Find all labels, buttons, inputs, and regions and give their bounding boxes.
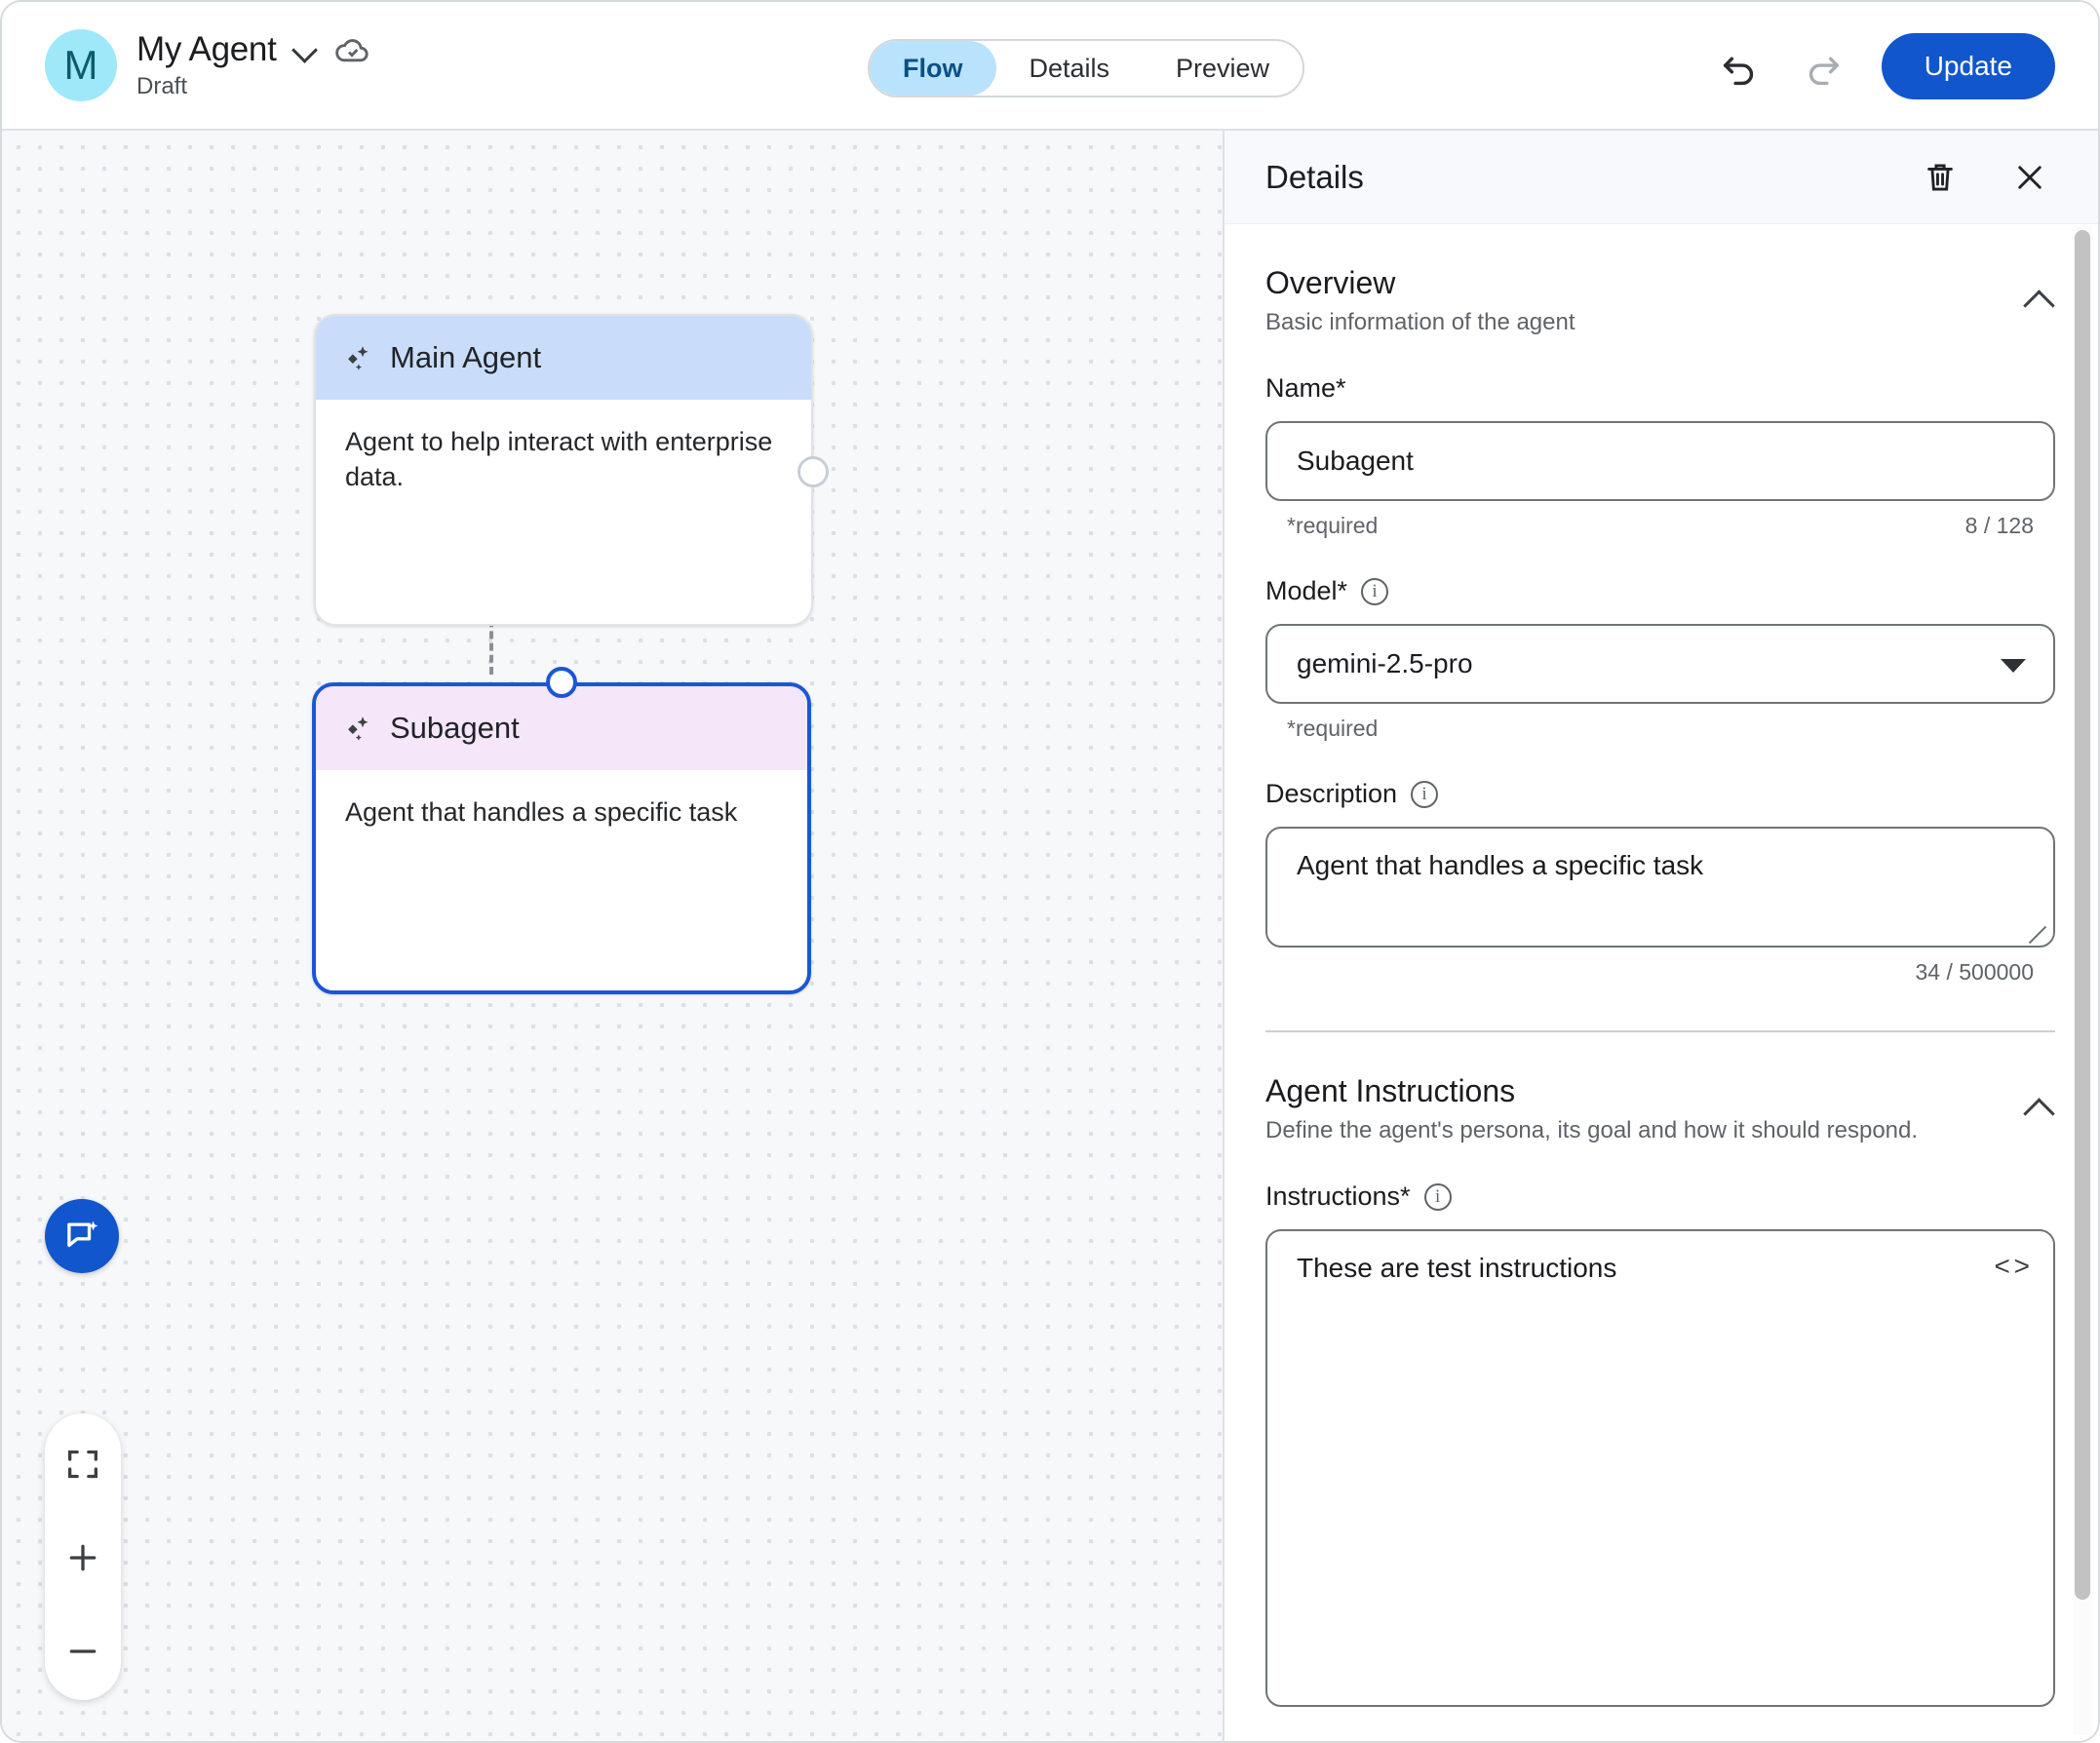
name-counter: 8 / 128 <box>1964 513 2034 538</box>
node-description: Agent to help interact with enterprise d… <box>345 427 773 491</box>
top-bar-actions: Update <box>1714 2 2055 131</box>
flow-canvas[interactable]: Main Agent Agent to help interact with e… <box>2 131 1223 1741</box>
model-required-hint: *required <box>1287 716 1379 741</box>
agent-title-block: My Agent Draft <box>136 30 372 100</box>
agent-status: Draft <box>136 73 188 99</box>
section-subtitle: Basic information of the agent <box>1265 309 1575 335</box>
node-main-agent[interactable]: Main Agent Agent to help interact with e… <box>314 314 829 626</box>
agent-identity: M My Agent Draft <box>45 29 372 101</box>
field-label: Description <box>1265 779 1398 808</box>
name-required-hint: *required <box>1287 513 1379 538</box>
instructions-textarea[interactable]: These are test instructions <box>1265 1229 2055 1707</box>
tab-flow[interactable]: Flow <box>870 41 996 96</box>
section-title: Overview <box>1265 265 1396 300</box>
field-name: Name* Subagent *required 8 / 128 <box>1265 373 2055 539</box>
tab-details[interactable]: Details <box>1029 53 1110 83</box>
top-bar: M My Agent Draft Flow Details Preview <box>2 2 2098 131</box>
section-overview-header: Overview Basic information of the agent <box>1265 224 2055 336</box>
tab-preview[interactable]: Preview <box>1176 53 1270 83</box>
field-instructions: Instructions* i These are test instructi… <box>1265 1181 2055 1707</box>
section-divider <box>1265 1030 2055 1032</box>
description-textarea[interactable]: Agent that handles a specific task <box>1265 827 2055 948</box>
node-body: Agent that handles a specific task <box>316 770 807 856</box>
info-icon[interactable]: i <box>1361 577 1389 605</box>
field-label: Instructions* <box>1265 1181 1411 1211</box>
details-panel-content: Overview Basic information of the agent … <box>1225 224 2098 1741</box>
node-body: Agent to help interact with enterprise d… <box>316 400 811 520</box>
sparkle-icon <box>348 717 369 741</box>
field-label: Name* <box>1265 373 1346 403</box>
fit-to-screen-icon[interactable] <box>58 1439 108 1490</box>
panel-title: Details <box>1265 158 1364 195</box>
chevron-up-icon[interactable] <box>2022 283 2055 316</box>
zoom-controls <box>45 1414 121 1700</box>
node-subagent[interactable]: Subagent Agent that handles a specific t… <box>312 667 811 994</box>
redo-icon[interactable] <box>1798 41 1848 92</box>
node-header: Subagent <box>316 686 807 770</box>
name-input[interactable]: Subagent <box>1265 421 2055 501</box>
info-icon[interactable]: i <box>1423 1182 1452 1211</box>
cloud-check-icon <box>334 39 369 62</box>
model-select[interactable]: gemini-2.5-pro <box>1265 624 2055 704</box>
update-button[interactable]: Update <box>1881 33 2055 99</box>
section-subtitle: Define the agent's persona, its goal and… <box>1265 1117 1919 1143</box>
description-counter: 34 / 500000 <box>1915 959 2034 985</box>
sparkle-icon <box>348 346 369 370</box>
view-tabs: Flow Details Preview <box>868 39 1305 97</box>
details-panel-header: Details <box>1225 131 2098 224</box>
field-label: Model* <box>1265 576 1348 605</box>
node-input-handle[interactable] <box>546 667 577 698</box>
node-description: Agent that handles a specific task <box>345 797 738 827</box>
chat-sparkle-icon[interactable] <box>45 1199 119 1273</box>
panel-scrollbar-thumb[interactable] <box>2075 230 2090 1600</box>
panel-scrollbar-track[interactable] <box>2073 226 2092 1735</box>
minus-icon[interactable] <box>58 1626 108 1677</box>
field-description: Description i Agent that handles a speci… <box>1265 779 2055 986</box>
undo-icon[interactable] <box>1714 41 1765 92</box>
avatar: M <box>45 29 117 101</box>
section-title: Agent Instructions <box>1265 1073 1516 1108</box>
details-panel: Details O <box>1223 131 2098 1741</box>
close-icon[interactable] <box>2004 152 2055 203</box>
code-brackets-icon[interactable]: < > <box>1994 1251 2031 1281</box>
node-output-handle[interactable] <box>797 456 829 487</box>
chevron-up-icon[interactable] <box>2022 1091 2055 1124</box>
chevron-down-icon[interactable] <box>292 37 318 62</box>
trash-icon[interactable] <box>1915 152 1965 203</box>
page-title: My Agent <box>136 30 277 68</box>
field-model: Model* i gemini-2.5-pro *required <box>1265 576 2055 742</box>
node-title: Subagent <box>390 711 520 745</box>
resize-handle[interactable] <box>2026 920 2047 942</box>
plus-icon[interactable] <box>58 1532 108 1583</box>
node-title: Main Agent <box>390 340 542 374</box>
node-header: Main Agent <box>316 316 811 400</box>
info-icon[interactable]: i <box>1411 780 1439 808</box>
section-agent-instructions-header: Agent Instructions Define the agent's pe… <box>1265 1032 2055 1144</box>
